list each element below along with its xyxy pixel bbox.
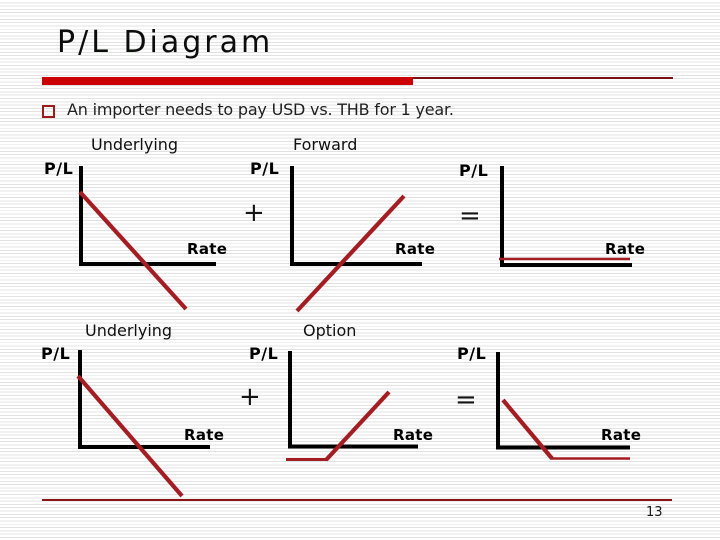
title-underline-thin-line: [413, 77, 673, 79]
rate-label-row2-result: Rate: [601, 426, 642, 444]
pl-label-row2-result: P/L: [457, 344, 487, 363]
equals-operator-row2: =: [455, 385, 477, 415]
group-title-option: Option: [303, 321, 357, 340]
plot-row1-underlying: [78, 166, 216, 311]
rate-label-row2-underlying: Rate: [184, 426, 225, 444]
payoff-line-row1-underlying-0: [78, 190, 188, 311]
rate-label-row1-result: Rate: [605, 240, 646, 258]
footer-divider-line: [42, 499, 672, 501]
page-title: P/L Diagram: [57, 25, 274, 60]
group-title-forward: Forward: [293, 135, 358, 154]
title-underline-bar: [42, 77, 413, 85]
payoff-line-row2-result-0: [501, 398, 554, 460]
group-title-underlying-row1: Underlying: [91, 135, 179, 154]
pl-label-row1-result: P/L: [459, 161, 489, 180]
payoff-line-row2-option-1: [324, 390, 391, 462]
plus-operator-row1: +: [243, 198, 265, 228]
pl-label-row1-underlying: P/L: [44, 159, 74, 178]
page-number: 13: [646, 505, 663, 520]
pl-label-row1-forward: P/L: [250, 159, 280, 178]
payoff-line-row2-underlying-0: [76, 374, 184, 498]
rate-label-row2-option: Rate: [393, 426, 434, 444]
bullet-text: An importer needs to pay USD vs. THB for…: [67, 100, 454, 119]
group-title-underlying-row2: Underlying: [85, 321, 173, 340]
pl-label-row2-underlying: P/L: [41, 344, 71, 363]
bullet-square-icon: [42, 105, 55, 118]
rate-label-row1-forward: Rate: [395, 240, 436, 258]
payoff-line-row1-forward-0: [295, 194, 406, 313]
plot-row1-forward: [290, 166, 422, 313]
plus-operator-row2: +: [239, 382, 261, 412]
equals-operator-row1: =: [459, 201, 481, 231]
rate-label-row1-underlying: Rate: [187, 240, 228, 258]
pl-label-row2-option: P/L: [249, 344, 279, 363]
plot-row2-underlying: [76, 350, 210, 498]
